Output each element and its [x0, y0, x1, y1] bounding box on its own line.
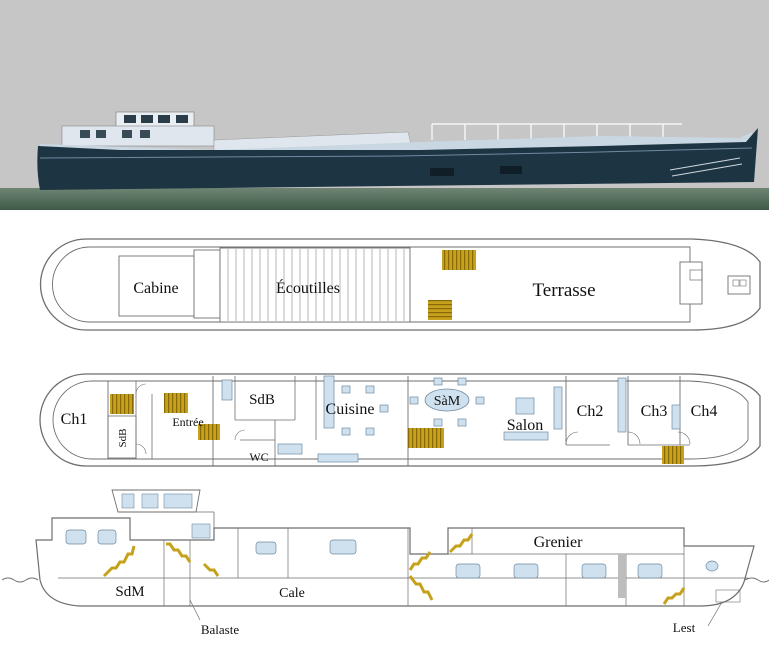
label-balaste: Balaste — [201, 622, 239, 637]
label-sdm: SdM — [115, 584, 144, 600]
stairs-main-3 — [198, 424, 220, 440]
label-ecoutilles: Écoutilles — [276, 278, 340, 297]
portholes — [65, 529, 719, 579]
hatch-planks — [227, 249, 405, 321]
stairs-main-1 — [110, 394, 134, 414]
cabine-room — [118, 255, 196, 317]
stairs-main-5 — [662, 446, 684, 464]
section-stairs — [102, 533, 686, 605]
label-lest: Lest — [673, 620, 696, 635]
label-entree: Entrée — [172, 415, 203, 429]
label-ch2: Ch2 — [577, 403, 604, 420]
stairs-main-4 — [408, 428, 444, 448]
label-sdb-small: SdB — [117, 429, 129, 448]
waterline — [1, 577, 39, 583]
water — [0, 188, 769, 210]
sam-table — [424, 388, 470, 412]
deck-plan — [39, 238, 761, 331]
stairs-deck-1 — [442, 250, 476, 270]
main-furniture — [221, 375, 681, 463]
label-ch3: Ch3 — [641, 403, 668, 420]
label-cuisine: Cuisine — [326, 401, 375, 418]
barge-photo — [0, 0, 769, 210]
label-ch1: Ch1 — [61, 411, 88, 428]
stairs-main-2 — [164, 393, 188, 413]
deck-plan-outline — [39, 238, 761, 331]
label-salon: Salon — [507, 417, 543, 434]
stairs-deck-2 — [428, 300, 452, 320]
label-sam: SàM — [434, 394, 461, 409]
ecoutilles-area — [219, 247, 411, 323]
label-terrasse: Terrasse — [532, 280, 595, 301]
label-cabine: Cabine — [133, 280, 178, 297]
section-plan — [1, 489, 769, 627]
terrace-rail — [431, 123, 682, 140]
hull — [37, 128, 759, 190]
label-sdb: SdB — [249, 392, 275, 408]
label-grenier: Grenier — [534, 534, 584, 551]
label-ch4: Ch4 — [691, 403, 718, 420]
label-cale: Cale — [279, 586, 305, 601]
main-plan-outline — [39, 373, 761, 467]
label-wc: WC — [249, 450, 268, 464]
main-plan — [39, 373, 761, 467]
